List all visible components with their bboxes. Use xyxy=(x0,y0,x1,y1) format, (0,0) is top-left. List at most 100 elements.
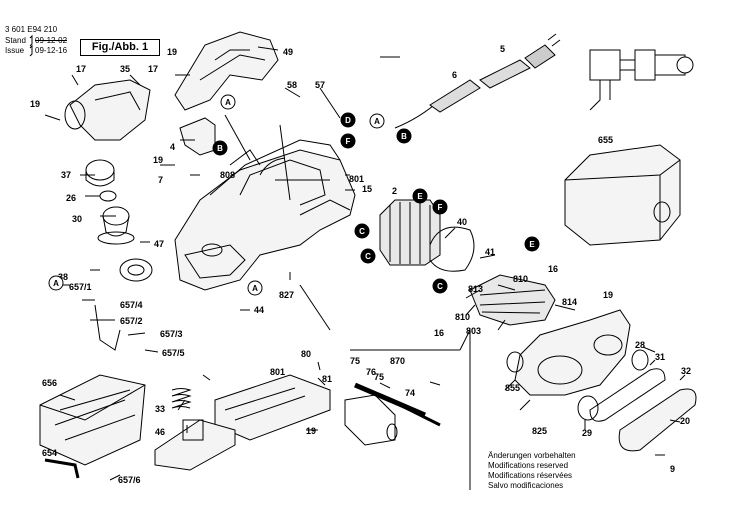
connector-tag-circle xyxy=(432,278,448,294)
modifications-notice: Änderungen vorbehalten Modifications res… xyxy=(488,451,576,491)
connector-tag-label: E xyxy=(529,240,535,249)
connector-tag-circle xyxy=(220,94,236,110)
part-label: 32 xyxy=(681,366,691,376)
part-label: 37 xyxy=(61,170,71,180)
part-label: 814 xyxy=(562,297,577,307)
part-label: 7 xyxy=(158,175,163,185)
gear-housing xyxy=(514,309,631,396)
part-label: 57 xyxy=(315,80,325,90)
part-label: 33 xyxy=(155,404,165,414)
part-label: 657/4 xyxy=(120,300,143,310)
part-label: 81 xyxy=(322,374,332,384)
part-label: 16 xyxy=(434,328,444,338)
part-label: 41 xyxy=(485,247,495,257)
part-label: 654 xyxy=(42,448,57,458)
part-label: 657/1 xyxy=(69,282,92,292)
connector-tag-circle xyxy=(360,248,376,264)
part-label: 49 xyxy=(283,47,293,57)
part-label: 825 xyxy=(532,426,547,436)
stand-date: 09-12-02 xyxy=(35,36,68,45)
connector-tag-circle xyxy=(369,113,385,129)
connector-tag-circle xyxy=(432,199,448,215)
connector-tag-circle xyxy=(412,188,428,204)
notice-line-de: Änderungen vorbehalten xyxy=(488,451,576,460)
part-label: 38 xyxy=(58,272,68,282)
connector-tag-label: A xyxy=(374,117,380,126)
part-label: 657/3 xyxy=(160,329,183,339)
cover-49 xyxy=(174,31,279,111)
part-label: 47 xyxy=(154,239,164,249)
part-label: 76 xyxy=(366,367,376,377)
part-label: 28 xyxy=(635,340,645,350)
housing xyxy=(174,149,356,291)
connector-tag-label: F xyxy=(346,137,351,146)
part-label: 17 xyxy=(76,64,86,74)
connector-tag-label: B xyxy=(401,132,407,141)
figure-title: Fig./Abb. 1 xyxy=(80,39,160,56)
connector-tag-label: A xyxy=(53,279,59,288)
part-label: 30 xyxy=(72,214,82,224)
part-label: 801 xyxy=(349,174,364,184)
connector-tag-label: C xyxy=(359,227,365,236)
part-label: 19 xyxy=(153,155,163,165)
part-label: 19 xyxy=(30,99,40,109)
connector-tag-label: C xyxy=(437,282,443,291)
part-label: 31 xyxy=(655,352,665,362)
part-label: 19 xyxy=(603,290,613,300)
part-label: 29 xyxy=(582,428,592,438)
notice-line-fr: Modifications réservées xyxy=(488,471,573,480)
notice-line-en: Modifications reserved xyxy=(488,461,569,470)
part-label: 20 xyxy=(680,416,690,426)
connector-tag-label: D xyxy=(345,116,351,125)
part-label: 810 xyxy=(513,274,528,284)
connector-tag-circle xyxy=(396,128,412,144)
part-label: 17 xyxy=(148,64,158,74)
connector-tag-label: B xyxy=(217,144,223,153)
notice-line-es: Salvo modificaciones xyxy=(488,481,564,490)
part-label: 657/2 xyxy=(120,316,143,326)
part-label: 80 xyxy=(301,349,311,359)
connector-tag-label: A xyxy=(252,284,258,293)
part-label: 5 xyxy=(500,44,505,54)
part-label: 803 xyxy=(466,326,481,336)
cover-35 xyxy=(69,79,151,141)
part-label: 75 xyxy=(350,356,360,366)
part-label: 15 xyxy=(362,184,372,194)
issue-date: 09-12-16 xyxy=(35,46,68,55)
part-label: 44 xyxy=(254,305,264,315)
part-label: 855 xyxy=(505,383,520,393)
part-label: 9 xyxy=(670,464,675,474)
connector-tag-circle xyxy=(212,140,228,156)
part-label: 801 xyxy=(270,367,285,377)
connector-tag-circle xyxy=(354,223,370,239)
part-label: 19 xyxy=(306,426,316,436)
part-label: 813 xyxy=(468,284,483,294)
connector-tag-circle xyxy=(524,236,540,252)
knob-37 xyxy=(85,159,115,181)
case-655 xyxy=(564,144,681,246)
connector-tag-label: C xyxy=(365,252,371,261)
issue-label: Issue xyxy=(5,46,25,55)
connector-tag-label: F xyxy=(438,203,443,212)
connector-tag-circle xyxy=(247,280,263,296)
connector-tag-circle xyxy=(340,133,356,149)
connector-tag-circle xyxy=(340,112,356,128)
part-label: 655 xyxy=(598,135,613,145)
part-label: 870 xyxy=(390,356,405,366)
part-label: 26 xyxy=(66,193,76,203)
part-label: 74 xyxy=(405,388,415,398)
part-label: 35 xyxy=(120,64,130,74)
part-label: 46 xyxy=(155,427,165,437)
part-label: 4 xyxy=(170,142,175,152)
part-label: 40 xyxy=(457,217,467,227)
doc-number: 3 601 E94 210 xyxy=(5,25,58,34)
part-label: 657/5 xyxy=(162,348,185,358)
part-label: 2 xyxy=(392,186,397,196)
part-label: 75 xyxy=(374,372,384,382)
part-label: 16 xyxy=(548,264,558,274)
part-label: 808 xyxy=(220,170,235,180)
part-label: 810 xyxy=(455,312,470,322)
connector-tag-circle xyxy=(48,275,64,291)
part-label: 19 xyxy=(167,47,177,57)
